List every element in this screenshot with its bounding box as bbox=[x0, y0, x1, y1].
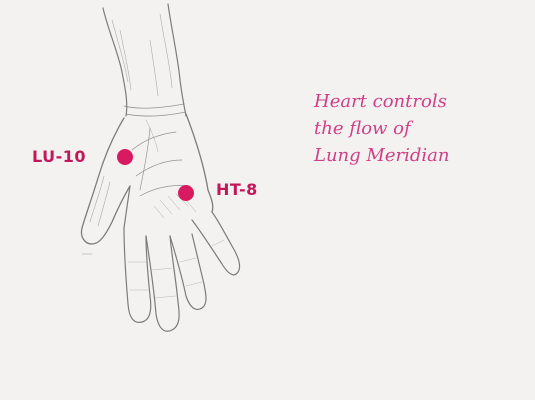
ht8-label: HT-8 bbox=[216, 180, 258, 199]
little-finger-outline bbox=[191, 211, 241, 276]
index-finger-outline bbox=[123, 227, 152, 323]
thumb-outline bbox=[80, 117, 131, 245]
palm-outline-right bbox=[185, 113, 214, 213]
annotation-note: Heart controls the flow of Lung Meridian bbox=[314, 88, 449, 169]
thumb-shading bbox=[89, 175, 111, 227]
acupoint-dot-ht8[interactable] bbox=[178, 185, 194, 201]
forearm-shading bbox=[111, 13, 173, 97]
palm-outline-left bbox=[123, 185, 131, 229]
acupoint-dot-lu10[interactable] bbox=[117, 149, 133, 165]
forearm-outline-right bbox=[167, 3, 187, 117]
note-line-3: Lung Meridian bbox=[314, 145, 450, 166]
note-line-2: the flow of bbox=[314, 118, 411, 139]
forearm-outline-left bbox=[102, 7, 128, 117]
wrist-crease bbox=[123, 103, 187, 117]
lu10-label: LU-10 bbox=[32, 147, 87, 166]
palm-creases bbox=[131, 127, 191, 197]
ring-finger-outline bbox=[169, 233, 207, 311]
palm-shading bbox=[145, 119, 197, 219]
finger-joint-lines bbox=[127, 239, 225, 299]
note-line-1: Heart controls bbox=[314, 91, 447, 112]
middle-finger-outline bbox=[145, 235, 180, 332]
